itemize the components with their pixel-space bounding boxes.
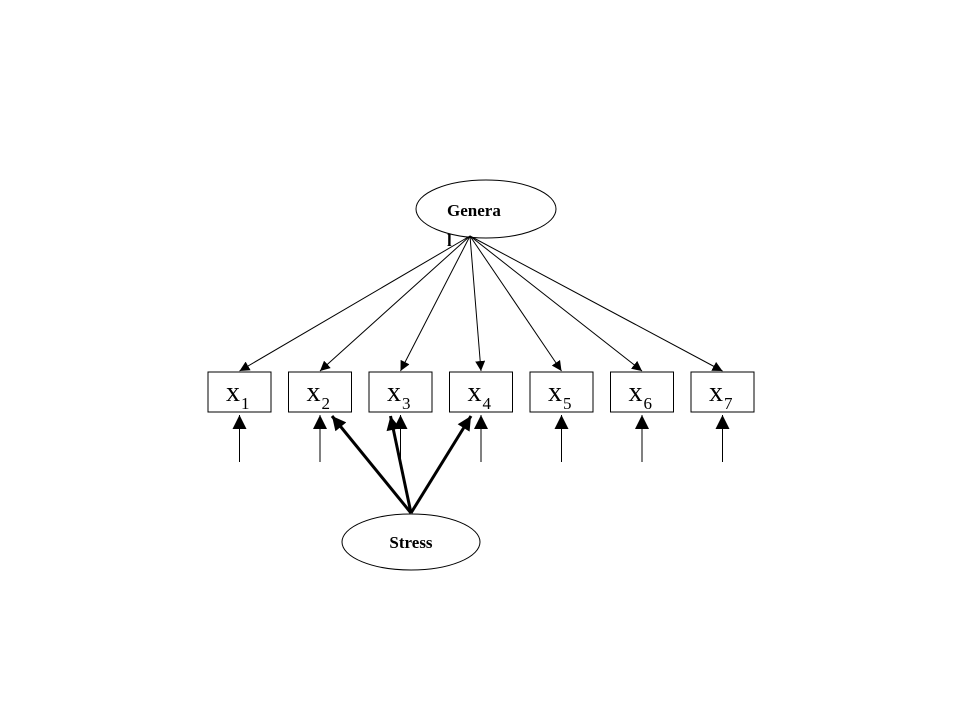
indicator-box — [690, 371, 755, 413]
stress-loading-arrow-x4 — [409, 415, 473, 514]
indicator-box — [610, 371, 674, 413]
stress-factor: Stress — [341, 513, 481, 571]
indicator-box — [529, 371, 594, 413]
indicator-subscript: 3 — [402, 394, 411, 413]
indicator-subscript: 6 — [644, 394, 653, 413]
indicator-label: x — [387, 377, 401, 408]
stress-factor-ellipse — [341, 513, 481, 571]
stress-factor-label: Stress — [389, 533, 433, 552]
general-loading-arrow-x6 — [469, 235, 643, 372]
indicator-label: x — [629, 377, 643, 408]
general-loading-arrow-x5 — [469, 235, 562, 372]
general-loading-arrow-x3 — [400, 235, 471, 372]
general-factor-ellipse — [415, 179, 557, 239]
indicator-subscript: 7 — [724, 394, 733, 413]
stress-loading-arrow-x3 — [386, 415, 413, 514]
indicator-subscript: 1 — [241, 394, 250, 413]
indicator-label: x — [226, 377, 240, 408]
general-factor-label-line2: l — [447, 231, 452, 250]
general-loading-arrow-x1 — [239, 235, 471, 372]
indicator-label: x — [307, 377, 321, 408]
stress-loading-arrow-x2 — [330, 415, 413, 514]
general-factor: Genera l — [415, 179, 557, 250]
error-term-arrows — [232, 415, 730, 462]
indicator-box — [368, 371, 433, 413]
general-loading-arrow-x4 — [469, 235, 486, 372]
indicator-label: x — [709, 377, 723, 408]
indicator-box — [449, 371, 513, 413]
stress-loading-paths — [330, 415, 473, 514]
indicator-box — [207, 371, 272, 413]
general-loading-paths — [239, 235, 723, 372]
indicator-label: x — [468, 377, 482, 408]
indicator-subscript: 5 — [563, 394, 572, 413]
general-loading-arrow-x2 — [319, 235, 471, 372]
indicator-label: x — [548, 377, 562, 408]
general-factor-label-line1: Genera — [447, 201, 501, 220]
indicator-subscript: 4 — [483, 394, 492, 413]
general-loading-arrow-x7 — [469, 235, 723, 372]
indicator-subscript: 2 — [322, 394, 331, 413]
indicator-box — [288, 371, 352, 413]
